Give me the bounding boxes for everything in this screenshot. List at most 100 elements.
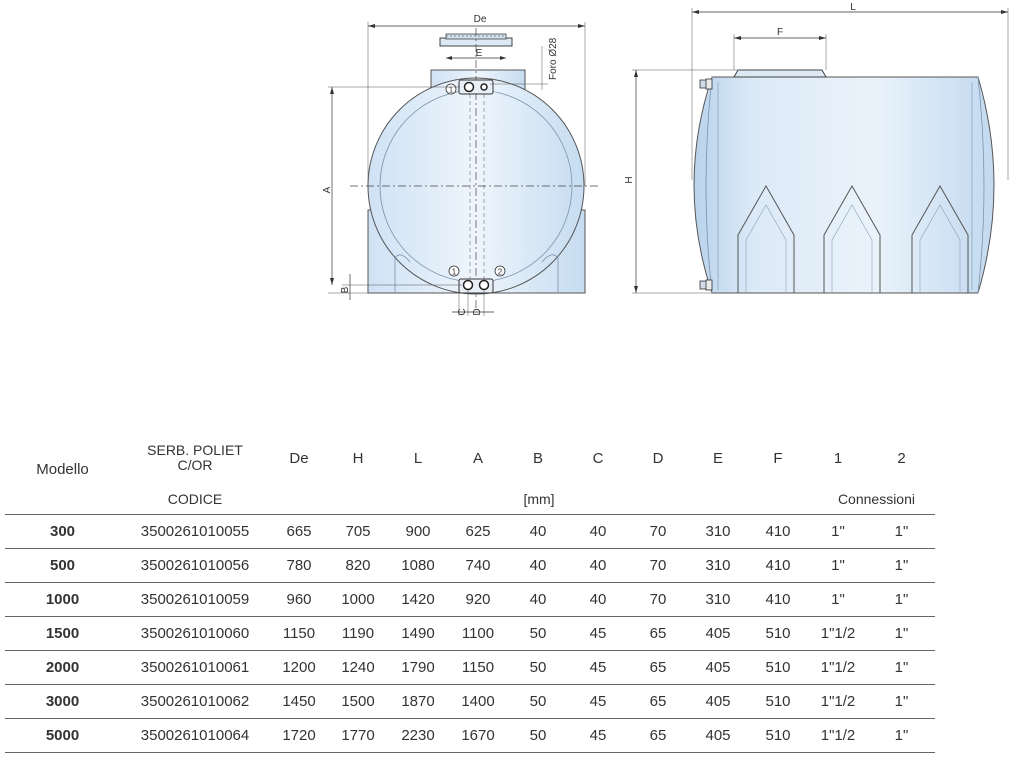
cell-conn-1: 1"1/2 [808, 650, 868, 685]
cell-e: 405 [688, 684, 748, 719]
cell-h: 705 [328, 514, 388, 549]
cell-l: 1490 [388, 616, 448, 651]
dim-de-label: De [474, 14, 487, 25]
cell-b: 40 [508, 582, 568, 617]
cell-model: 1000 [5, 582, 120, 617]
cell-code: 3500261010064 [120, 718, 270, 753]
dim-d-label: D [472, 308, 483, 315]
cell-c: 45 [568, 718, 628, 753]
cell-de: 1720 [270, 718, 328, 753]
cell-d: 70 [628, 514, 688, 549]
cell-conn-2: 1" [868, 616, 935, 651]
cell-a: 920 [448, 582, 508, 617]
cell-code: 3500261010059 [120, 582, 270, 617]
cell-conn-2: 1" [868, 718, 935, 753]
cell-f: 510 [748, 650, 808, 685]
cell-h: 1190 [328, 616, 388, 651]
cell-de: 780 [270, 548, 328, 583]
cell-a: 740 [448, 548, 508, 583]
cell-l: 900 [388, 514, 448, 549]
cell-b: 40 [508, 548, 568, 583]
cell-conn-2: 1" [868, 514, 935, 549]
cell-conn-2: 1" [868, 684, 935, 719]
cell-h: 1770 [328, 718, 388, 753]
front-conn1-top-label: 1 [449, 86, 454, 95]
cell-conn-2: 1" [868, 650, 935, 685]
cell-l: 1870 [388, 684, 448, 719]
cell-l: 1420 [388, 582, 448, 617]
cell-conn-2: 1" [868, 582, 935, 617]
cell-d: 70 [628, 582, 688, 617]
cell-f: 410 [748, 548, 808, 583]
header-conn-1: 1 [833, 449, 843, 467]
cell-de: 1150 [270, 616, 328, 651]
cell-conn-1: 1" [808, 514, 868, 549]
cell-d: 65 [628, 684, 688, 719]
cell-b: 50 [508, 616, 568, 651]
cell-d: 65 [628, 650, 688, 685]
cell-model: 500 [5, 548, 120, 583]
cell-model: 2000 [5, 650, 120, 685]
cell-code: 3500261010062 [120, 684, 270, 719]
cell-h: 1500 [328, 684, 388, 719]
cell-conn-1: 1"1/2 [808, 684, 868, 719]
header-dim-d: D [652, 449, 664, 467]
cell-model: 5000 [5, 718, 120, 753]
header-codice: CODICE [120, 484, 270, 515]
cell-f: 410 [748, 514, 808, 549]
cell-a: 1100 [448, 616, 508, 651]
cell-c: 45 [568, 684, 628, 719]
cell-b: 50 [508, 650, 568, 685]
cell-b: 50 [508, 684, 568, 719]
cell-a: 1670 [448, 718, 508, 753]
cell-model: 1500 [5, 616, 120, 651]
header-dim-l: L [413, 449, 423, 467]
header-connessioni: Connessioni [808, 484, 935, 515]
cell-b: 50 [508, 718, 568, 753]
front-conn2-bottom-label: 2 [498, 268, 503, 277]
side-lid [733, 69, 827, 78]
cell-model: 3000 [5, 684, 120, 719]
cell-f: 510 [748, 718, 808, 753]
cell-e: 405 [688, 650, 748, 685]
cell-c: 40 [568, 514, 628, 549]
dim-b-label: B [340, 286, 351, 293]
header-mm: [mm] [270, 484, 808, 515]
dim-h-label: H [624, 176, 635, 183]
cell-e: 310 [688, 514, 748, 549]
cell-conn-1: 1" [808, 548, 868, 583]
technical-drawings: 1 1 2 De E Foro Ø28 A B [0, 0, 1024, 330]
side-view: L F H [624, 2, 1009, 294]
cell-e: 310 [688, 548, 748, 583]
cell-model: 300 [5, 514, 120, 549]
cell-a: 1400 [448, 684, 508, 719]
cell-de: 1200 [270, 650, 328, 685]
cell-conn-1: 1"1/2 [808, 718, 868, 753]
header-dim-de: De [289, 449, 309, 467]
cell-code: 3500261010055 [120, 514, 270, 549]
cell-a: 625 [448, 514, 508, 549]
table-subheader-row: CODICE [mm] Connessioni [5, 484, 935, 515]
cell-h: 1240 [328, 650, 388, 685]
cell-conn-1: 1" [808, 582, 868, 617]
table-header-row: Modello SERB. POLIET C/OR De H L A B C D… [5, 432, 935, 484]
cell-l: 1080 [388, 548, 448, 583]
header-serb: SERB. POLIET C/OR [120, 432, 270, 484]
cell-b: 40 [508, 514, 568, 549]
cell-de: 665 [270, 514, 328, 549]
header-dim-f: F [773, 449, 783, 467]
cell-e: 310 [688, 582, 748, 617]
side-rib-3 [911, 184, 969, 293]
cell-f: 510 [748, 684, 808, 719]
side-tank-body [693, 76, 995, 294]
header-dim-c: C [592, 449, 604, 467]
cell-conn-2: 1" [868, 548, 935, 583]
front-conn1-bottom-label: 1 [452, 268, 457, 277]
cell-h: 1000 [328, 582, 388, 617]
